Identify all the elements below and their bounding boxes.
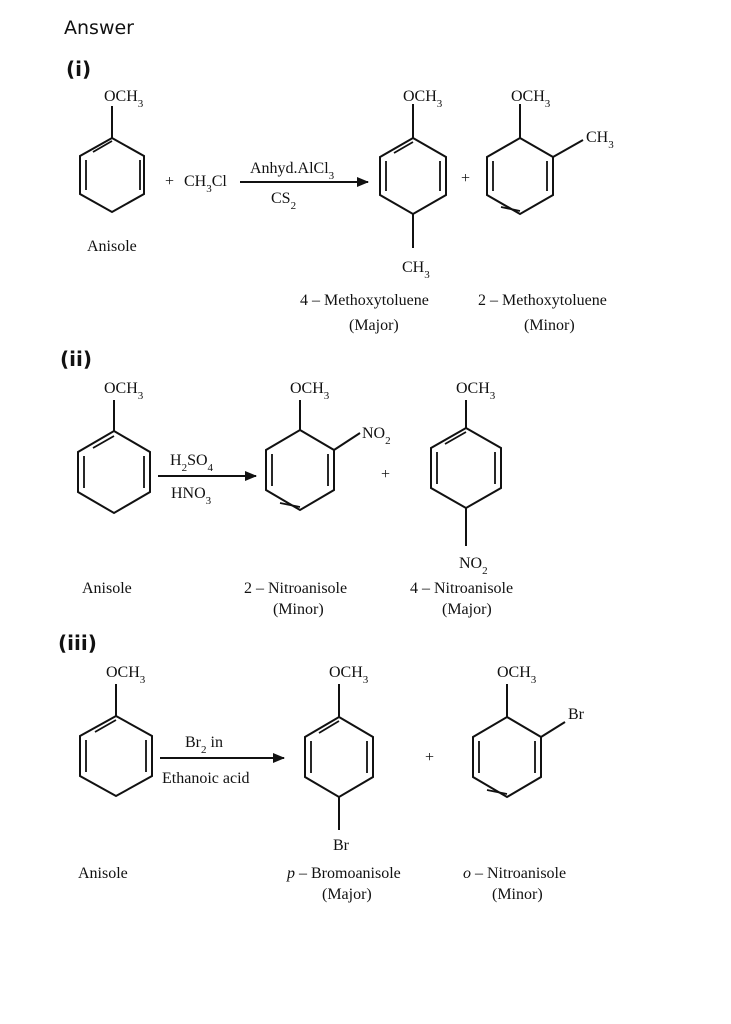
- conditions-above: Anhyd.AlCl3: [250, 160, 335, 182]
- product-name: 4 – Nitroanisole: [410, 580, 513, 597]
- part-ii: (ii) OCH3 Anisole H2SO4 HNO3 OCH3 NO2 2 …: [60, 347, 513, 618]
- product-2-nitroanisole: OCH3 NO2 2 – Nitroanisole (Minor): [244, 380, 391, 618]
- plus-sign: +: [425, 749, 434, 766]
- product-name: 2 – Methoxytoluene: [478, 292, 607, 309]
- plus-sign: +: [165, 173, 174, 190]
- no2-label: NO2: [362, 425, 391, 447]
- reaction-arrow: Anhyd.AlCl3 CS2: [240, 160, 369, 212]
- br-label: Br: [333, 837, 350, 854]
- part-label: (i): [66, 57, 91, 81]
- reaction-arrow: Br2 in Ethanoic acid: [160, 734, 285, 787]
- product-name: p – Bromoanisole: [286, 865, 401, 882]
- plus-sign: +: [381, 466, 390, 483]
- ch3-label: CH3: [402, 259, 430, 281]
- conditions-below: CS2: [271, 190, 296, 212]
- conditions-above: Br2 in: [185, 734, 223, 756]
- product-name: 4 – Methoxytoluene: [300, 292, 429, 309]
- product-yield: (Major): [322, 886, 372, 903]
- och3-label: OCH3: [456, 380, 496, 402]
- reactant-anisole: OCH3 Anisole: [77, 380, 151, 597]
- plus-sign: +: [461, 170, 470, 187]
- part-label: (ii): [60, 347, 92, 371]
- ch3-label: CH3: [586, 129, 614, 151]
- och3-label: OCH3: [497, 664, 537, 686]
- br-label: Br: [568, 706, 585, 723]
- och3-label: OCH3: [106, 664, 146, 686]
- product-name: 2 – Nitroanisole: [244, 580, 347, 597]
- product-yield: (Minor): [273, 601, 324, 618]
- product-name: o – Nitroanisole: [463, 865, 566, 882]
- conditions-below: Ethanoic acid: [162, 770, 250, 787]
- reactant-name: Anisole: [82, 580, 132, 597]
- product-yield: (Minor): [524, 317, 575, 334]
- och3-label: OCH3: [104, 380, 144, 402]
- part-i: (i) OCH3 Anisole + CH3Cl Anhyd.AlCl3 CS2…: [66, 57, 614, 334]
- reactant-anisole: OCH3 Anisole: [79, 88, 145, 255]
- och3-label: OCH3: [104, 88, 144, 110]
- reactant-name: Anisole: [78, 865, 128, 882]
- product-4-nitroanisole: OCH3 NO2 4 – Nitroanisole (Major): [410, 380, 513, 618]
- part-label: (iii): [58, 631, 97, 655]
- reagent-formula: CH3Cl: [184, 173, 227, 195]
- product-yield: (Major): [442, 601, 492, 618]
- reaction-arrow: H2SO4 HNO3: [158, 452, 257, 507]
- product-2-methoxytoluene: OCH3 CH3 2 – Methoxytoluene (Minor): [478, 88, 614, 334]
- conditions-above: H2SO4: [170, 452, 214, 474]
- reactant-anisole: OCH3 Anisole: [78, 664, 153, 882]
- answer-heading: Answer: [64, 17, 134, 39]
- no2-label: NO2: [459, 555, 488, 577]
- och3-label: OCH3: [403, 88, 443, 110]
- product-p-bromoanisole: OCH3 Br p – Bromoanisole (Major): [286, 664, 401, 903]
- conditions-below: HNO3: [171, 485, 212, 507]
- och3-label: OCH3: [290, 380, 330, 402]
- product-4-methoxytoluene: OCH3 CH3 4 – Methoxytoluene (Major): [300, 88, 447, 334]
- product-yield: (Major): [349, 317, 399, 334]
- och3-label: OCH3: [511, 88, 551, 110]
- part-iii: (iii) OCH3 Anisole Br2 in Ethanoic acid …: [58, 631, 585, 903]
- product-o-nitroanisole: OCH3 Br o – Nitroanisole (Minor): [463, 664, 585, 903]
- och3-label: OCH3: [329, 664, 369, 686]
- product-yield: (Minor): [492, 886, 543, 903]
- reactant-name: Anisole: [87, 238, 137, 255]
